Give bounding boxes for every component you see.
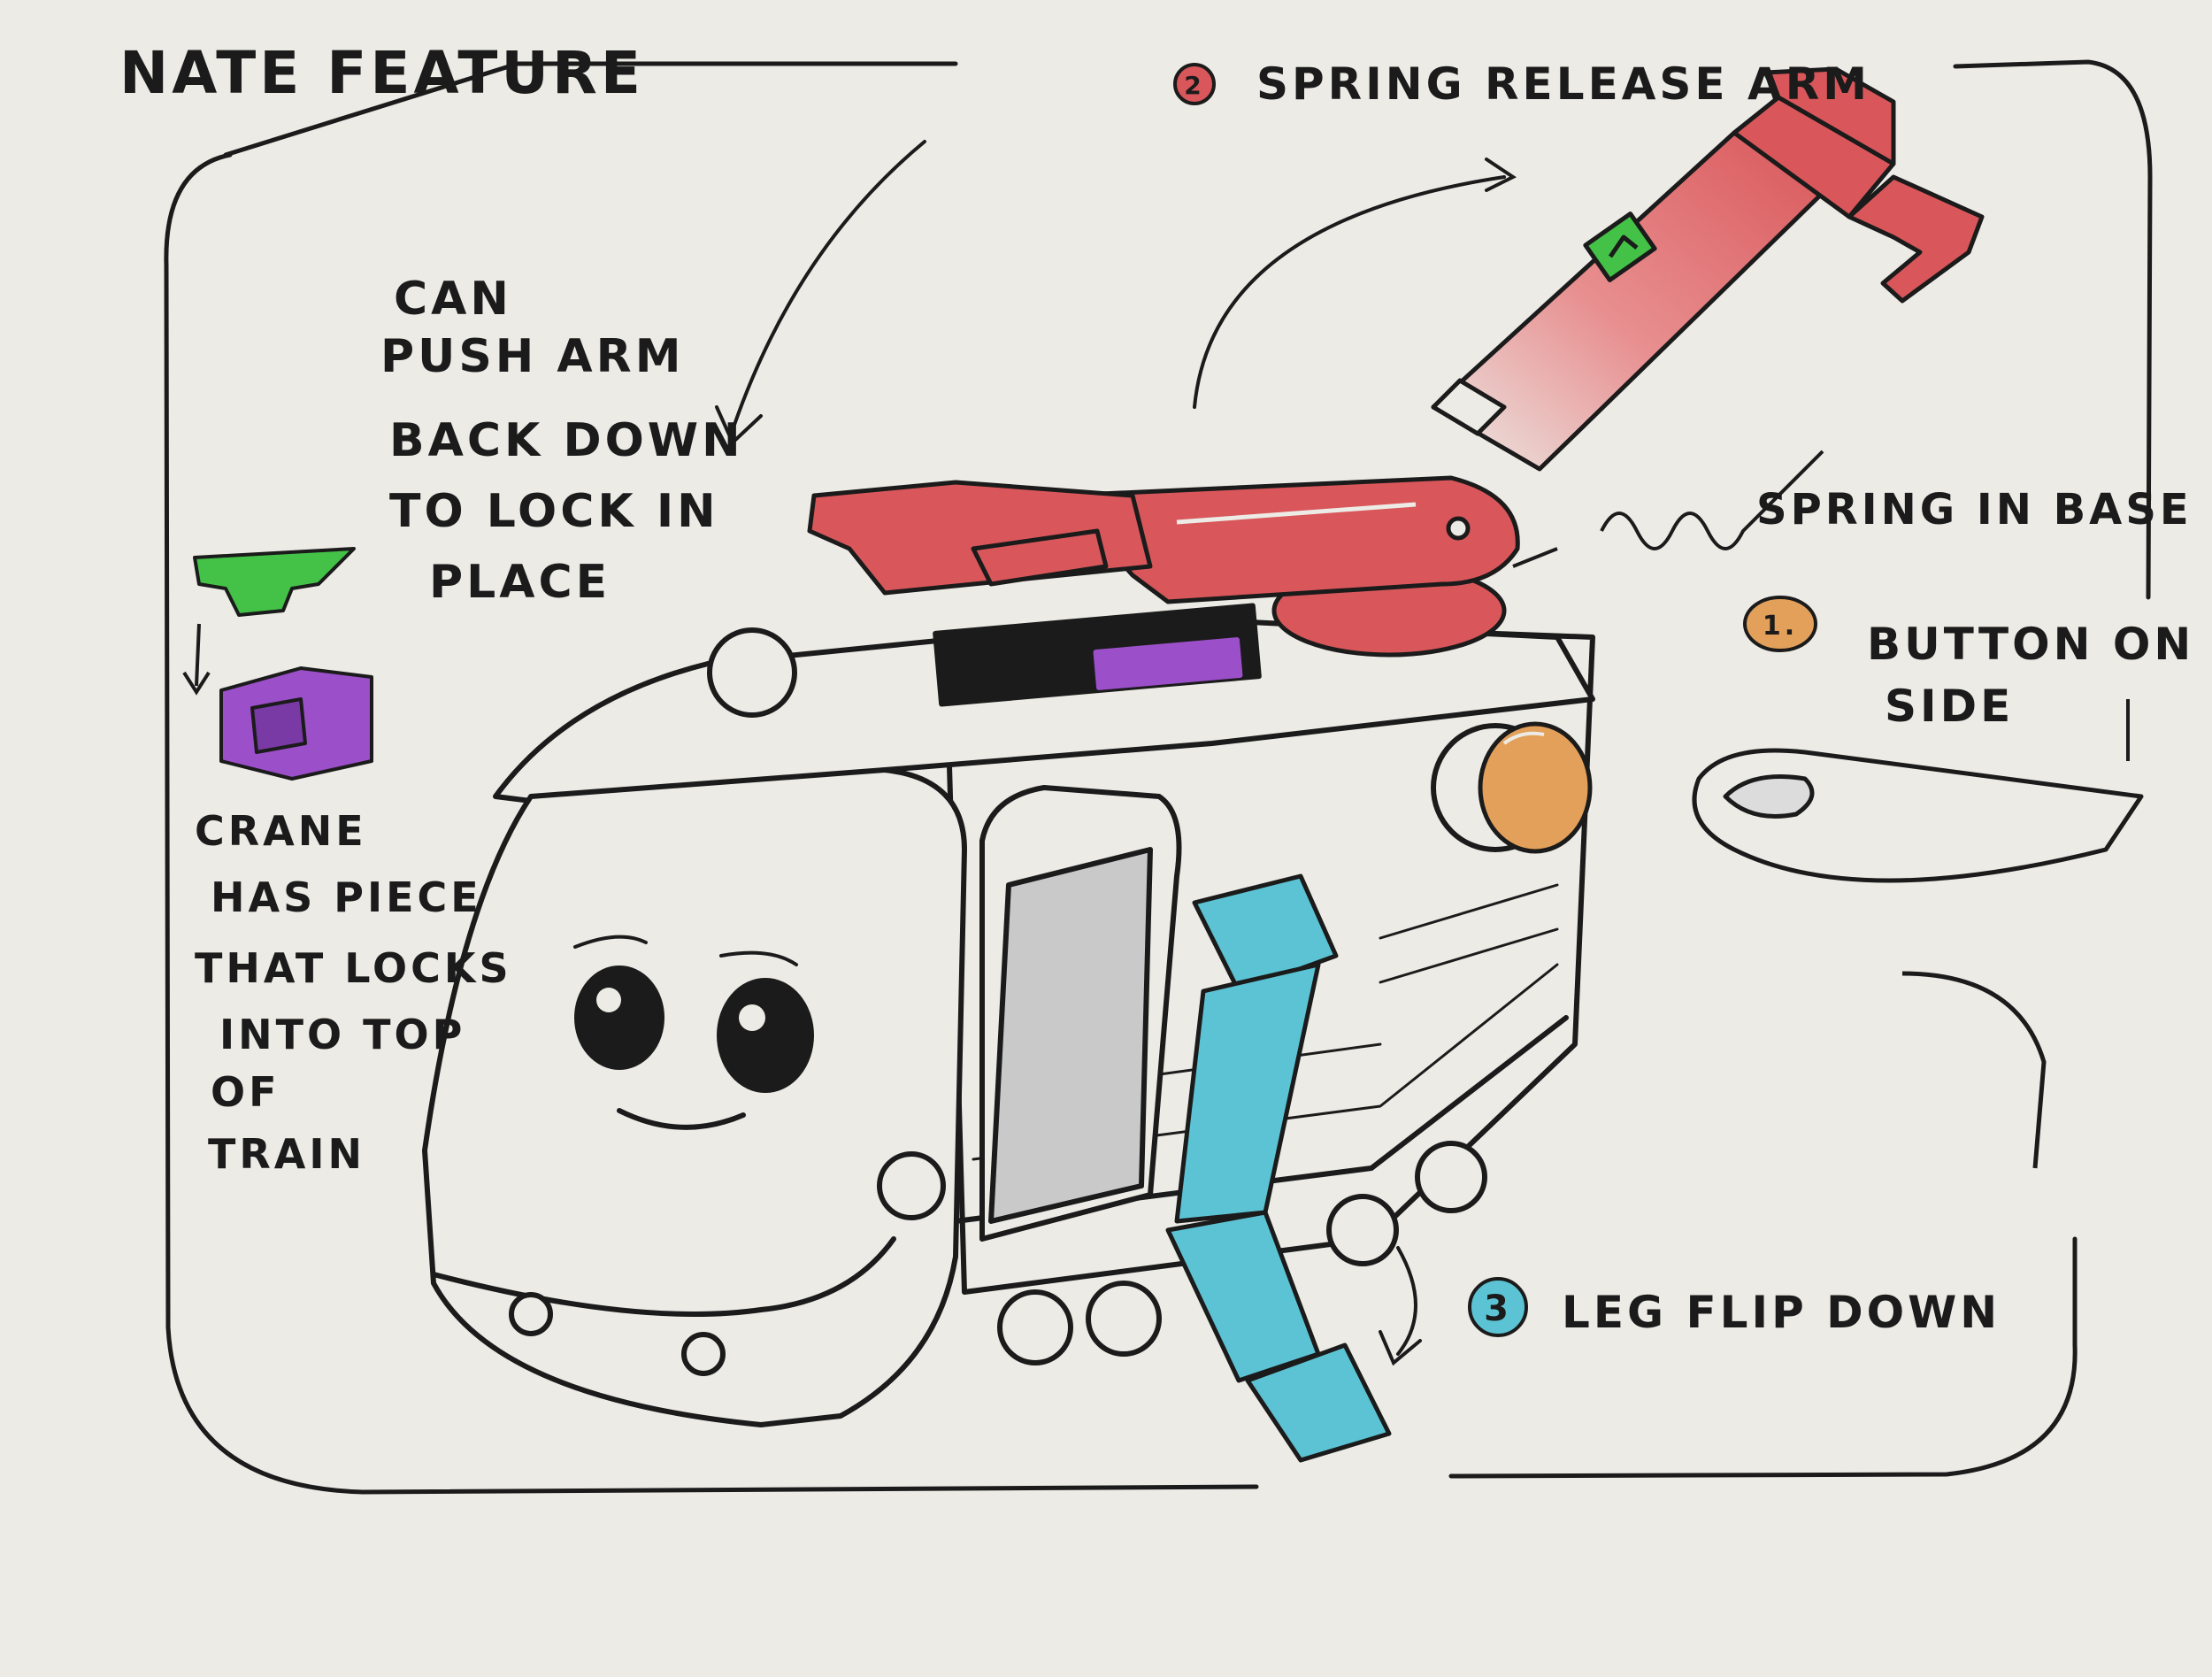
crane-lock-note-line: TRAIN (208, 1130, 365, 1178)
down-arrowhead-icon (182, 671, 211, 696)
crane-lock-note-line: INTO TOP (219, 1011, 465, 1058)
purple-socket-icon (219, 666, 373, 781)
button-on-side-label-line1: BUTTON ON (1867, 619, 2194, 670)
spring-in-base-label: SPRING IN BASE (1756, 485, 2193, 535)
button-on-side-label-line2: SIDE (1885, 681, 2014, 732)
push-arm-note-line: BACK DOWN (389, 414, 744, 467)
crane-arm-raised (1431, 66, 1985, 472)
spring-pointer-icon (1512, 547, 1558, 568)
push-arm-note-line: TO LOCK IN (389, 485, 719, 538)
sheet-title: NATE FEATURE (119, 39, 644, 107)
crane-lock-note-line: OF (211, 1068, 280, 1116)
crane-lock-note-line: CRANE (195, 807, 367, 855)
callout-marker-3: 3 (1468, 1277, 1528, 1337)
coil-spring-icon (1600, 450, 1824, 550)
leg-flip-arrow (1379, 1246, 1422, 1366)
panel-frame (164, 59, 2153, 1495)
release-arrow (1193, 158, 1517, 409)
green-lock-piece-icon (193, 547, 356, 617)
callout-marker-2: 2 (1173, 63, 1216, 105)
crane-arm-lowered (807, 475, 1520, 658)
crane-lock-note-line: HAS PIECE (211, 873, 482, 921)
finger-pressing-button (1692, 748, 2144, 1169)
leg-flip-down-label: LEG FLIP DOWN (1562, 1287, 2001, 1338)
push-arm-note: CAN PUSH ARM BACK DOWN TO LOCK IN PLACE (380, 273, 744, 609)
down-arrow-icon (195, 623, 201, 687)
crane-lock-note: CRANE HAS PIECE THAT LOCKS INTO TOP OF T… (195, 807, 512, 1178)
callout-number-3: 3 (1484, 1289, 1512, 1329)
push-arm-note-line: PUSH ARM (380, 330, 684, 383)
push-arm-note-line: CAN (394, 273, 512, 326)
side-button (1478, 721, 1593, 854)
callout-number-1: 1. (1763, 611, 1798, 642)
spring-release-arm-label: SPRING RELEASE ARM (1256, 58, 1870, 110)
push-arm-note-line: PLACE (429, 556, 611, 609)
crane-lock-note-line: THAT LOCKS (195, 944, 512, 992)
callout-marker-1: 1. (1743, 596, 1817, 652)
push-down-arrow (715, 140, 926, 446)
leg-piece (1165, 873, 1392, 1463)
callout-number-2: 2 (1184, 71, 1204, 100)
